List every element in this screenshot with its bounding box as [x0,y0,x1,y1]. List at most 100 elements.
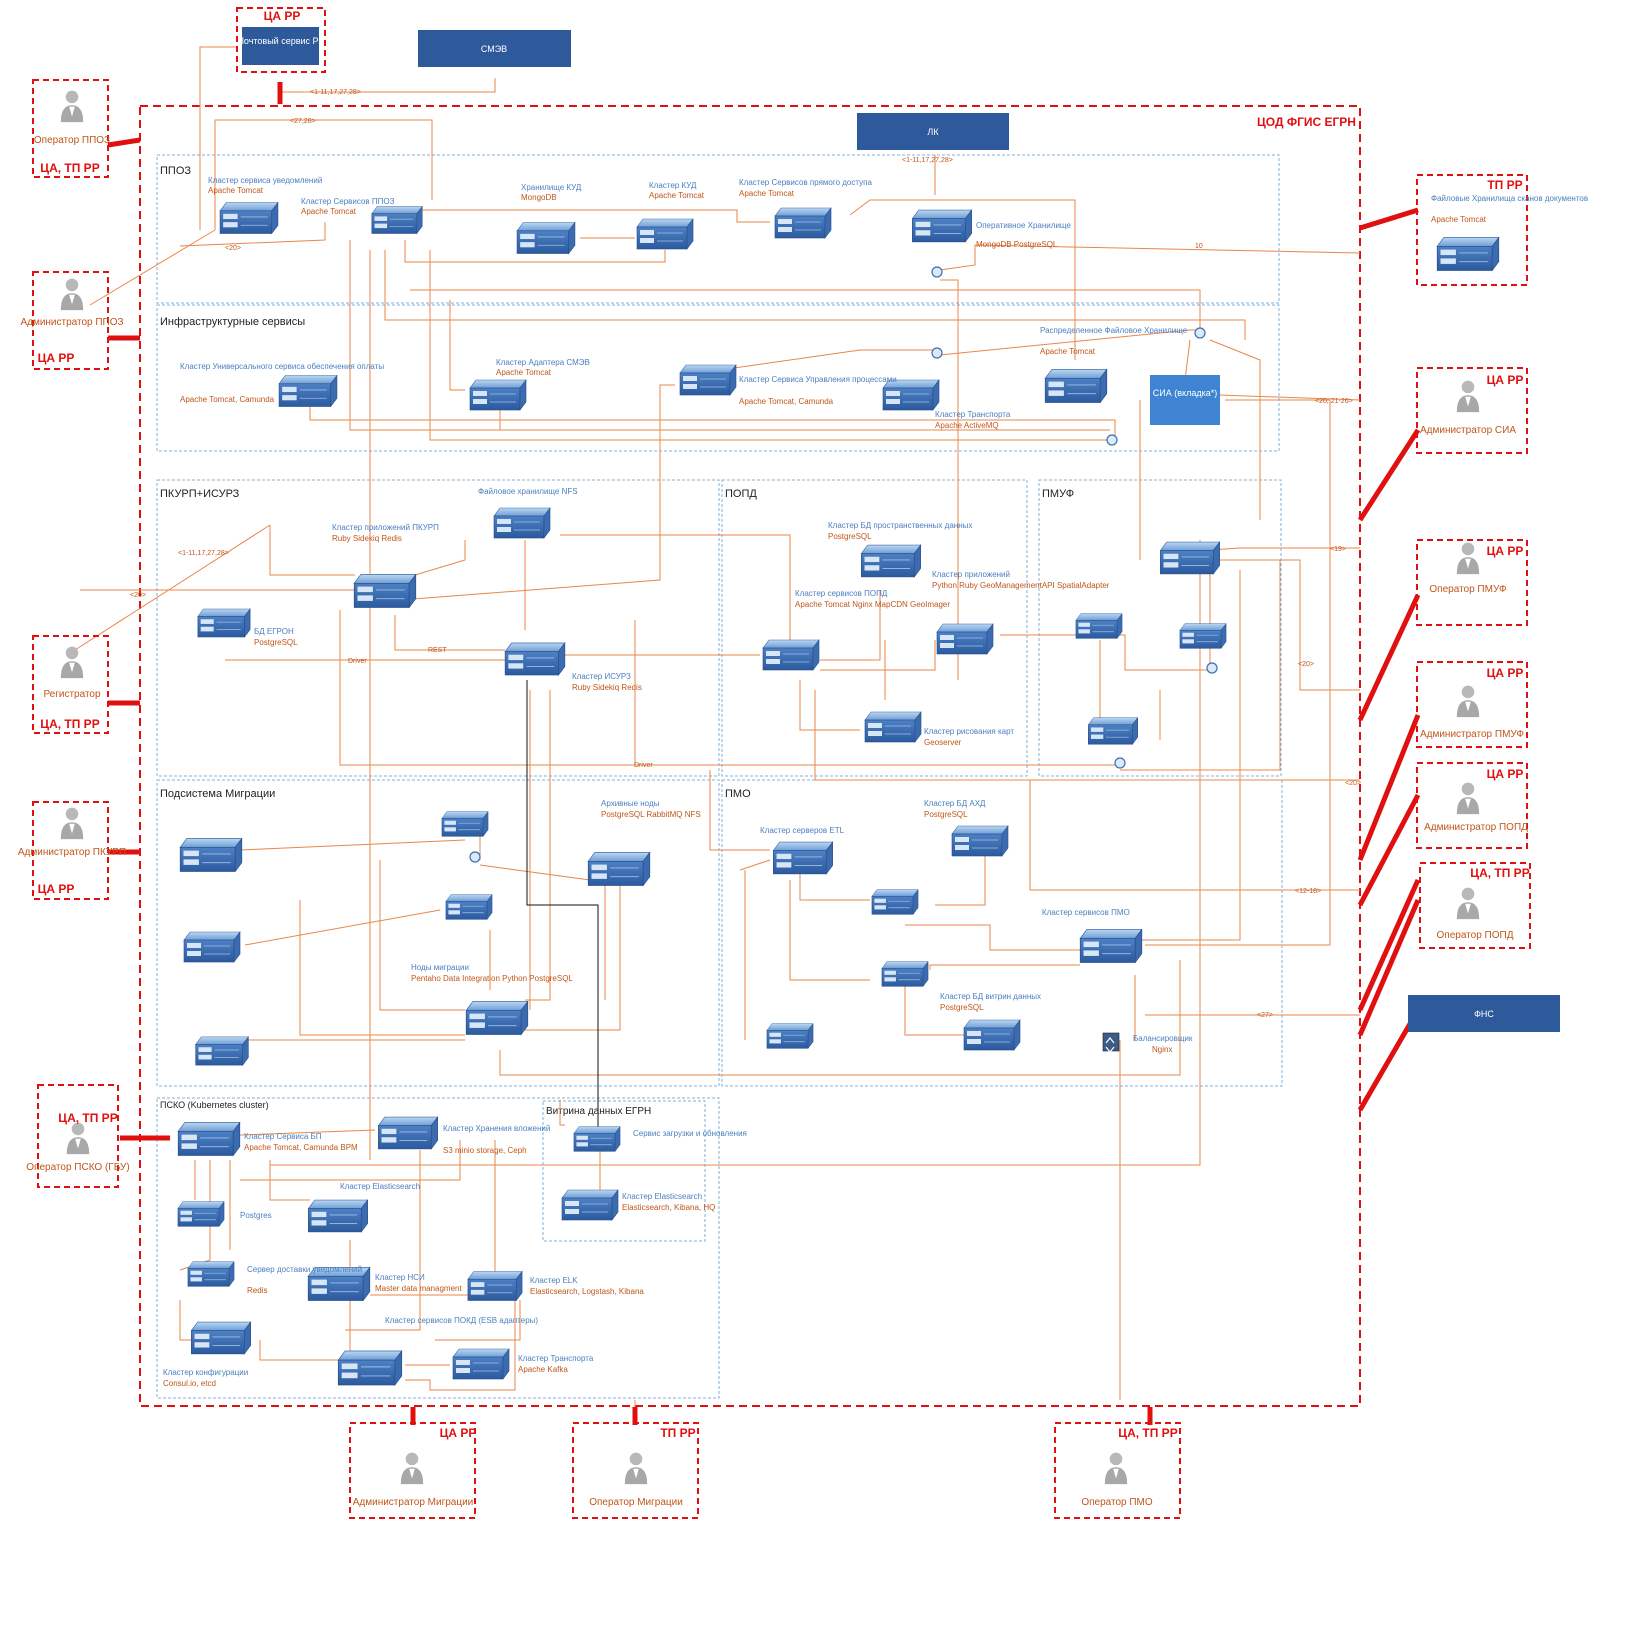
svg-text:ЦА РР: ЦА РР [1487,666,1524,680]
svg-text:Apache ActiveMQ: Apache ActiveMQ [935,421,999,430]
svg-text:<1-11,17,27,28>: <1-11,17,27,28> [310,89,361,96]
svg-text:ЛК: ЛК [927,127,939,137]
server-icon [493,507,551,539]
pmuf-title: ПМУФ [1042,488,1074,500]
svg-text:Driver: Driver [348,658,367,665]
zone-infra [156,304,1280,452]
zone-psko [156,1097,720,1399]
svg-text:Хранилище КУД: Хранилище КУД [521,183,582,192]
server-icon [766,1023,814,1049]
person-icon [1104,1452,1128,1485]
server-icon [187,1261,235,1287]
svg-text:Nginx: Nginx [1152,1045,1172,1054]
server-icon [307,1199,369,1233]
svg-text:Оператор ПМО: Оператор ПМО [1081,1497,1153,1508]
svg-text:<20>: <20> [1298,661,1314,668]
svg-text:Кластер КУД: Кластер КУД [649,181,697,190]
svg-text:Python Ruby GeoManagementAPI S: Python Ruby GeoManagementAPI SpatialAdap… [932,581,1110,590]
server-icon [1159,541,1221,575]
server-icon [1075,613,1123,639]
svg-text:ЦА РР: ЦА РР [264,9,301,23]
svg-text:Кластер ELK: Кластер ELK [530,1276,578,1285]
server-icon [278,374,338,408]
server-icon [1044,368,1108,404]
svg-text:PostgreSQL: PostgreSQL [940,1003,984,1012]
zone-pkurp [156,479,720,777]
svg-text:Кластер НСИ: Кластер НСИ [375,1273,425,1282]
svg-text:ЦА, ТП РР: ЦА, ТП РР [58,1111,117,1125]
svg-text:PostgreSQL: PostgreSQL [924,810,968,819]
svg-text:Оператор ПМУФ: Оператор ПМУФ [1429,584,1507,595]
ppoz-title: ППОЗ [160,165,191,177]
connectors [74,46,1361,1408]
svg-text:Кластер БД пространственных да: Кластер БД пространственных данных [828,521,972,530]
server-icon [516,221,576,255]
servers [177,201,1500,1386]
svg-text:MongoDB PostgreSQL: MongoDB PostgreSQL [976,240,1058,249]
svg-text:<20>: <20> [1345,780,1361,787]
smev-box: СМЭВ [418,30,571,67]
server-icon [1079,928,1143,964]
svg-text:ЦА РР: ЦА РР [38,882,75,896]
svg-text:ЦА РР: ЦА РР [1487,767,1524,781]
server-icon [882,379,940,411]
server-icon [337,1350,403,1386]
server-icon [636,218,694,250]
svg-text:Elasticsearch, Logstash, Kiban: Elasticsearch, Logstash, Kibana [530,1287,644,1296]
svg-text:ЦА, ТП РР: ЦА, ТП РР [1118,1426,1177,1440]
svg-text:Кластер приложений: Кластер приложений [932,570,1010,579]
svg-text:Apache Kafka: Apache Kafka [518,1365,568,1374]
svg-text:Администратор ПКУРП: Администратор ПКУРП [18,847,126,858]
svg-text:REST: REST [428,647,447,654]
svg-text:Оператор ППОЗ: Оператор ППОЗ [34,135,110,146]
svg-text:Postgres: Postgres [240,1211,272,1220]
svg-text:Файловое хранилище NFS: Файловое хранилище NFS [478,487,578,496]
svg-text:Кластер сервисов ПОПД: Кластер сервисов ПОПД [795,589,888,598]
svg-text:<12-18>: <12-18> [1295,888,1321,895]
svg-text:Кластер приложений ПКУРП: Кластер приложений ПКУРП [332,523,439,532]
svg-text:Распределенное Файловое Хранил: Распределенное Файловое Хранилище [1040,326,1188,335]
server-icon [587,851,651,887]
server-icon [561,1189,619,1221]
svg-text:Кластер конфигурации: Кластер конфигурации [163,1368,248,1377]
svg-text:ЦА РР: ЦА РР [38,351,75,365]
svg-text:Кластер рисования карт: Кластер рисования карт [924,727,1014,736]
server-icon [1179,623,1227,649]
server-icon [573,1126,621,1152]
server-icon [774,207,832,239]
svg-text:ЦА, ТП РР: ЦА, ТП РР [40,161,99,175]
svg-text:Кластер Транспорта: Кластер Транспорта [935,410,1011,419]
svg-text:Apache Tomcat, Camunda: Apache Tomcat, Camunda [180,395,275,404]
svg-text:Apache Tomcat: Apache Tomcat [496,368,552,377]
person-icon [1456,887,1480,920]
svg-text:Кластер БД витрин данных: Кластер БД витрин данных [940,992,1041,1001]
svg-text:Сервис загрузки и обновления: Сервис загрузки и обновления [633,1129,747,1138]
server-icon [1436,236,1500,272]
svg-text:ЦА РР: ЦА РР [1487,373,1524,387]
svg-text:Файловые Хранилища сканов доку: Файловые Хранилища сканов документов [1431,194,1588,203]
svg-text:Оператор ПСКО (ГБУ): Оператор ПСКО (ГБУ) [26,1162,129,1173]
svg-text:PostgreSQL: PostgreSQL [828,532,872,541]
person-icon [66,1122,90,1155]
popd-title: ПОПД [725,488,757,500]
server-icon [860,544,922,578]
svg-text:Pentaho Data Integration Pytho: Pentaho Data Integration Python PostgreS… [411,974,573,983]
server-icon [871,889,919,915]
svg-text:Apache Tomcat: Apache Tomcat [739,189,795,198]
svg-text:<27>: <27> [1257,1012,1273,1019]
zones [156,154,1283,1399]
server-icon [179,837,243,873]
post-service-box: Почтовый сервис РР [237,27,325,65]
server-icon [353,573,417,609]
svg-text:Apache Tomcat: Apache Tomcat [301,207,357,216]
svg-text:Elasticsearch, Kibana, HQ: Elasticsearch, Kibana, HQ [622,1203,715,1212]
svg-text:Кластер Elasticsearch: Кластер Elasticsearch [340,1182,420,1191]
svg-text:БД ЕГРОН: БД ЕГРОН [254,627,294,636]
person-icon [60,278,84,311]
svg-text:Балансировщик: Балансировщик [1133,1034,1193,1043]
person-icon [60,646,84,679]
svg-text:Geoserver: Geoserver [924,738,962,747]
svg-text:Apache Tomcat: Apache Tomcat [1431,215,1487,224]
server-icon [452,1348,510,1380]
